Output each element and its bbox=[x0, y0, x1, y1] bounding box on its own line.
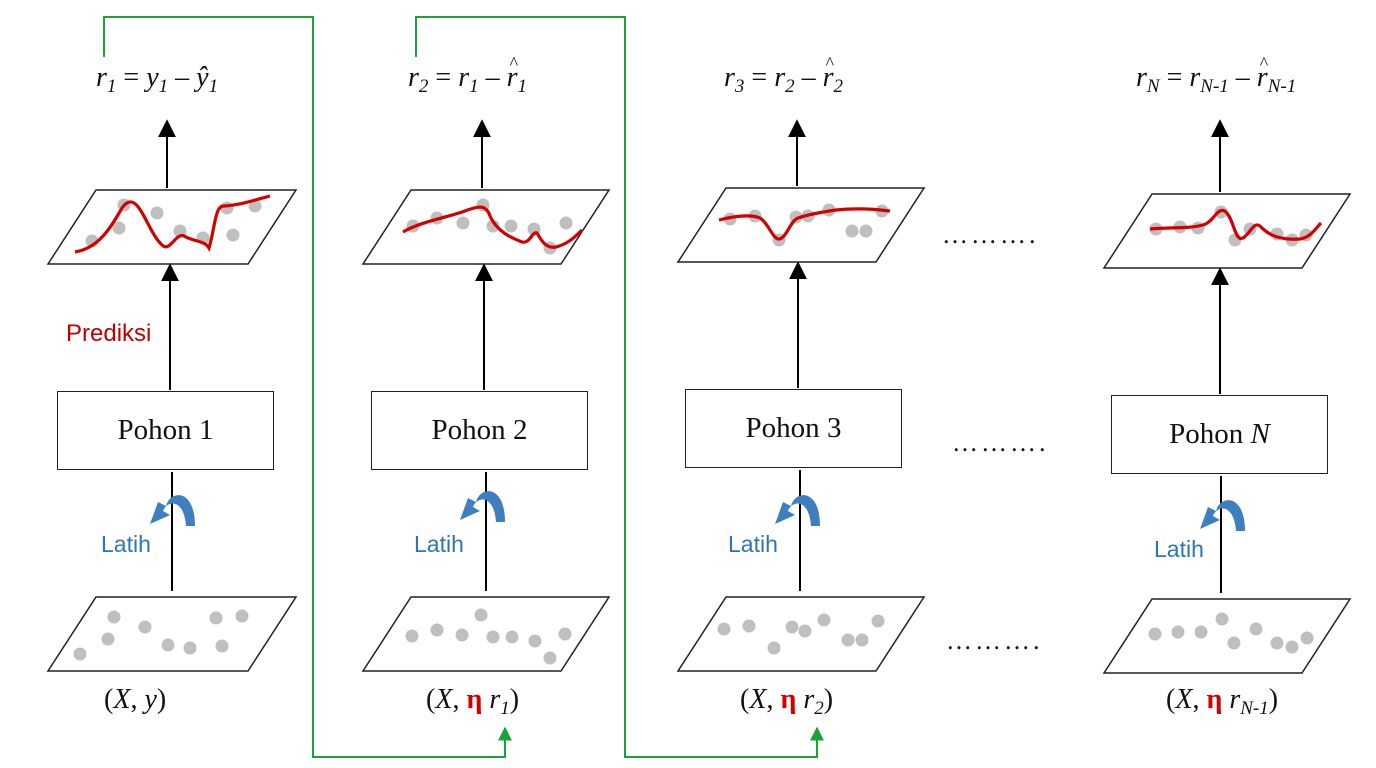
training-plane-1 bbox=[46, 596, 298, 672]
prediction-label: Prediksi bbox=[66, 320, 152, 347]
tree-box-1: Pohon 1 bbox=[57, 391, 274, 470]
prediction-plane-3 bbox=[676, 187, 926, 263]
residual-formula-3: r3 = r2 – r2 bbox=[724, 53, 843, 98]
residual-formula-4: rN = rN-1 – rN-1 bbox=[1136, 53, 1296, 98]
flow-arrows bbox=[158, 119, 1229, 593]
prediction-curve bbox=[402, 205, 584, 249]
training-plane-4 bbox=[1102, 598, 1352, 674]
prediction-curve bbox=[74, 194, 271, 254]
train-label-4: Latih bbox=[1154, 536, 1204, 562]
tree-box-3: Pohon 3 bbox=[685, 389, 902, 468]
prediction-plane-4 bbox=[1102, 193, 1352, 269]
ellipsis-datasets: ………. bbox=[946, 626, 1043, 655]
feedback-connector-2 bbox=[415, 16, 824, 758]
ellipsis-trees: ………. bbox=[952, 428, 1049, 457]
residual-formula-2: r2 = r1 – r1 bbox=[408, 53, 527, 98]
prediction-plane-1 bbox=[46, 189, 298, 265]
prediction-curve bbox=[1149, 208, 1323, 241]
feedback-connector-1 bbox=[103, 16, 512, 758]
dataset-label-1: (X, y) bbox=[104, 684, 167, 715]
train-icon-2 bbox=[460, 491, 505, 522]
tree-box-4: Pohon N bbox=[1111, 395, 1328, 474]
training-plane-3 bbox=[676, 596, 926, 672]
train-icon-1 bbox=[150, 495, 195, 526]
ellipsis-predictions: ………. bbox=[942, 220, 1039, 249]
tree-box-2: Pohon 2 bbox=[371, 391, 588, 470]
dataset-label-4: (X, η rN-1) bbox=[1166, 684, 1279, 719]
training-plane-2 bbox=[361, 596, 611, 672]
train-icon-4 bbox=[1200, 500, 1245, 531]
dataset-label-2: (X, η r1) bbox=[426, 684, 520, 719]
prediction-plane-2 bbox=[361, 189, 611, 265]
prediction-curve bbox=[718, 207, 891, 241]
train-icon-3 bbox=[775, 495, 820, 526]
train-label-1: Latih bbox=[101, 531, 151, 557]
train-label-2: Latih bbox=[414, 531, 464, 557]
residual-formula-1: r1 = y1 – ŷ1 bbox=[96, 62, 219, 97]
train-label-3: Latih bbox=[728, 531, 778, 557]
dataset-label-3: (X, η r2) bbox=[740, 684, 834, 719]
